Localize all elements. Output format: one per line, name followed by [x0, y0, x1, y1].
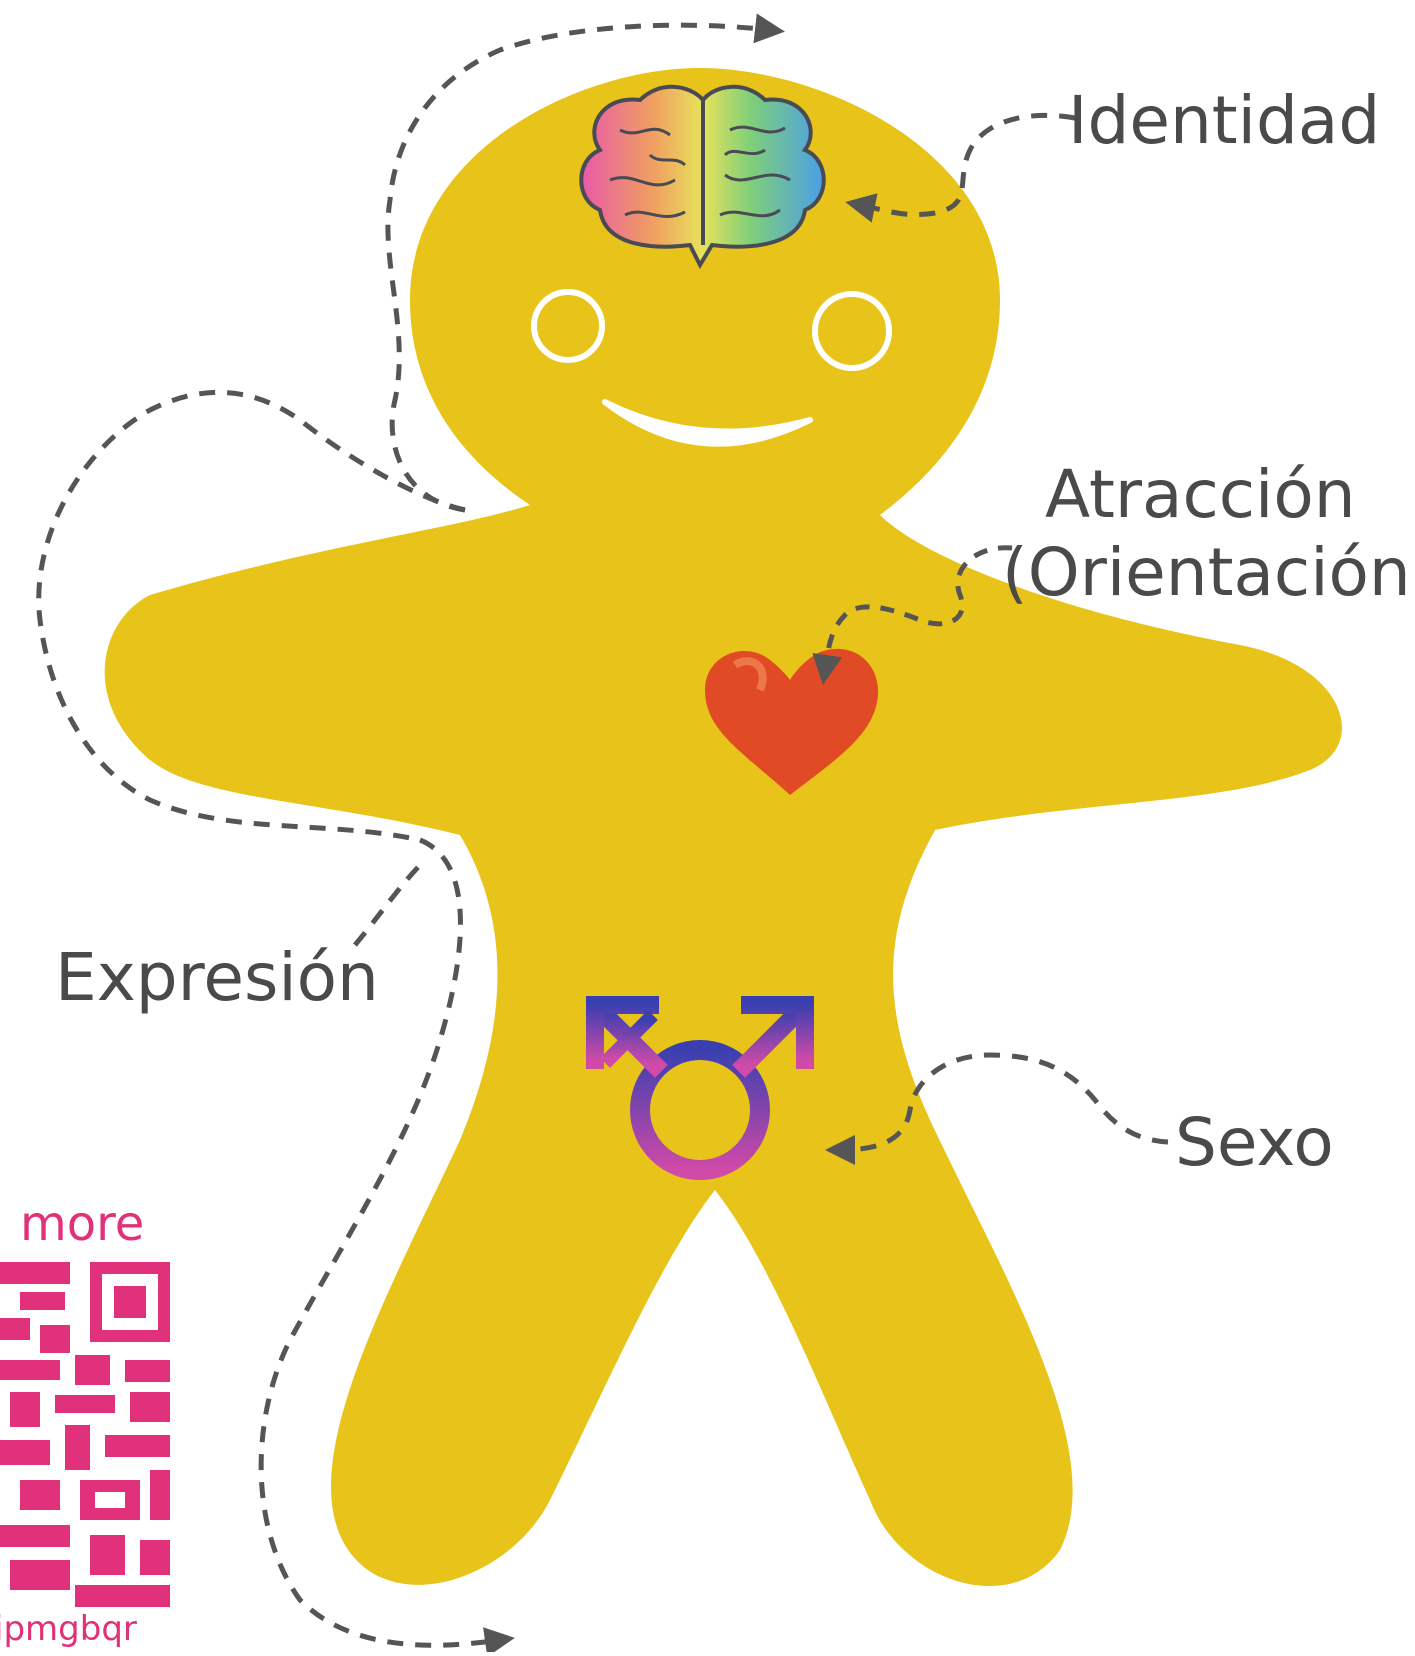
attraction-arrow	[812, 545, 1013, 685]
attraction-label: Atracción	[1045, 456, 1356, 533]
sex-arrow	[825, 1052, 1169, 1165]
qr-code-icon	[0, 1250, 175, 1610]
right-eye	[812, 291, 892, 371]
identity-arrow	[845, 112, 1076, 223]
identity-label: Identidad	[1068, 82, 1381, 159]
brain-icon	[579, 84, 826, 270]
transgender-symbol-icon	[586, 996, 814, 1274]
qr-top-text: more	[20, 1196, 145, 1252]
qr-bottom-text: ipmgbqr	[0, 1609, 137, 1649]
expression-label: Expresión	[55, 939, 379, 1016]
left-eye	[531, 289, 605, 363]
expression-arrow-lower	[258, 837, 515, 1656]
smile	[602, 399, 813, 447]
sex-label: Sexo	[1175, 1104, 1334, 1181]
gingerbread-body	[104, 68, 1342, 1587]
orientation-label: (Orientación)	[1002, 534, 1415, 611]
expression-arrow-arm	[36, 389, 466, 843]
heart-icon	[705, 648, 879, 795]
expression-arrow-upper	[385, 13, 785, 513]
expression-pointer	[353, 858, 427, 947]
